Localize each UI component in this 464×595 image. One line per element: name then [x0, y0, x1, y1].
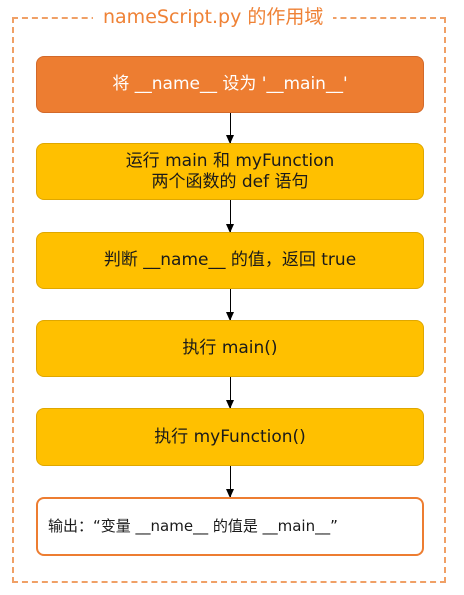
step-output: 输出：“变量 __name__ 的值是 __main__” [36, 497, 424, 556]
step-exec-main: 执行 main() [36, 320, 424, 377]
step-run-defs-line1: 运行 main 和 myFunction [125, 150, 335, 171]
step-check-name-label: 判断 __name__ 的值，返回 true [103, 250, 357, 270]
arrow-4 [226, 377, 234, 409]
step-exec-main-label: 执行 main() [182, 338, 278, 358]
step-set-name-label: 将 __name__ 设为 '__main__' [112, 74, 348, 94]
step-run-defs-line2: 两个函数的 def 语句 [151, 171, 309, 192]
step-output-label: 输出：“变量 __name__ 的值是 __main__” [48, 517, 338, 535]
step-run-defs: 运行 main 和 myFunction 两个函数的 def 语句 [36, 143, 424, 200]
step-exec-myfunction: 执行 myFunction() [36, 408, 424, 466]
arrow-1 [226, 113, 234, 144]
diagram-title: nameScript.py 的作用域 [93, 4, 334, 30]
step-check-name: 判断 __name__ 的值，返回 true [36, 232, 424, 289]
arrow-2 [226, 200, 234, 233]
step-set-name: 将 __name__ 设为 '__main__' [36, 56, 424, 113]
arrow-5 [226, 466, 234, 498]
step-exec-myfunction-label: 执行 myFunction() [154, 426, 306, 447]
arrow-3 [226, 289, 234, 321]
